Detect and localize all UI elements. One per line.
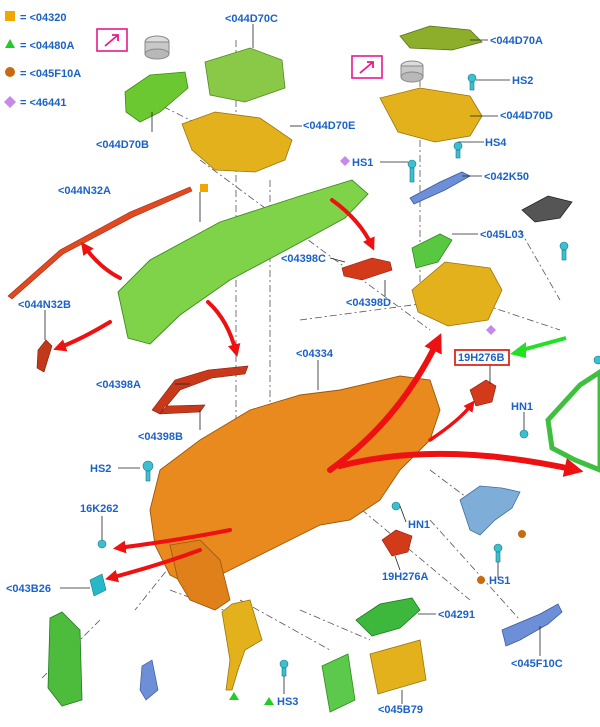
part-green-side-panel bbox=[47, 611, 83, 707]
label-044D70A[interactable]: <044D70A bbox=[490, 35, 543, 47]
label-044D70E[interactable]: <044D70E bbox=[303, 120, 355, 132]
part-upper-dash-pad bbox=[117, 179, 369, 345]
legend-diamond-symbol bbox=[4, 96, 16, 108]
label-19H276A[interactable]: 19H276A bbox=[382, 571, 429, 583]
part-green-cover-left bbox=[124, 71, 189, 123]
speaker-part-right bbox=[400, 60, 424, 83]
label-042K50[interactable]: <042K50 bbox=[484, 171, 529, 183]
label-HS1-top[interactable]: HS1 bbox=[352, 157, 373, 169]
part-green-frame-right bbox=[545, 369, 600, 473]
label-HS4[interactable]: HS4 bbox=[485, 137, 507, 149]
label-043B26[interactable]: <043B26 bbox=[6, 583, 51, 595]
movement-arrows bbox=[53, 198, 584, 583]
label-04398A[interactable]: <04398A bbox=[96, 379, 141, 391]
label-04398B[interactable]: <04398B bbox=[138, 431, 183, 443]
label-04334[interactable]: <04334 bbox=[296, 348, 334, 360]
zoom-callout-icon[interactable] bbox=[351, 55, 383, 79]
part-yellow-box bbox=[411, 261, 503, 327]
label-044N32A[interactable]: <044N32A bbox=[58, 185, 111, 197]
zoom-arrow-glyph bbox=[104, 34, 119, 47]
label-HS1-bottom[interactable]: HS1 bbox=[489, 575, 510, 587]
label-045L03[interactable]: <045L03 bbox=[480, 229, 524, 241]
label-045F10C[interactable]: <045F10C bbox=[511, 658, 563, 670]
leader-lines bbox=[44, 24, 541, 704]
legend-item-045F10A: = <045F10A bbox=[20, 68, 81, 80]
label-045B79[interactable]: <045B79 bbox=[378, 704, 423, 716]
legend-circle-symbol bbox=[5, 67, 15, 77]
part-green-cover-right bbox=[399, 25, 483, 51]
part-red-rail-cd bbox=[341, 257, 393, 281]
part-red-19H276A bbox=[381, 529, 413, 557]
part-green-duct bbox=[355, 597, 421, 637]
green-pointer-arrow-icon bbox=[510, 336, 567, 358]
label-04291[interactable]: <04291 bbox=[438, 609, 475, 621]
legend-markers-on-diagram bbox=[200, 156, 526, 705]
label-044D70D[interactable]: <044D70D bbox=[500, 110, 553, 122]
speaker-part-left bbox=[144, 35, 170, 60]
highlight-box-19H276B bbox=[454, 349, 510, 366]
label-HS2-left[interactable]: HS2 bbox=[90, 463, 111, 475]
part-green-panel-bottom bbox=[321, 653, 356, 713]
part-red-small bbox=[36, 339, 53, 373]
part-yellow-bracket-left bbox=[181, 111, 293, 173]
legend-item-46441: = <46441 bbox=[20, 97, 67, 109]
part-blue-clip bbox=[139, 659, 159, 701]
part-labels: <044D70C <044D70A <044D70B <044D70E HS2 … bbox=[6, 13, 563, 716]
part-red-19H276B bbox=[469, 379, 497, 407]
part-red-strip bbox=[7, 186, 193, 300]
part-green-frame bbox=[411, 233, 453, 269]
label-044D70C[interactable]: <044D70C bbox=[225, 13, 278, 25]
label-04398D[interactable]: <04398D bbox=[346, 297, 391, 309]
legend: = <04320 = <04480A = <045F10A = <46441 bbox=[4, 11, 81, 109]
part-yellow-brace bbox=[221, 599, 263, 691]
legend-item-04320: = <04320 bbox=[20, 12, 67, 24]
part-red-frame-ab bbox=[151, 365, 249, 415]
label-16K262[interactable]: 16K262 bbox=[80, 503, 119, 515]
label-HS3[interactable]: HS3 bbox=[277, 696, 298, 708]
part-green-cover-top bbox=[204, 47, 286, 103]
legend-triangle-symbol bbox=[5, 39, 15, 48]
legend-square-symbol bbox=[5, 11, 15, 21]
part-blue-bracket bbox=[409, 171, 471, 205]
part-yellow-bracket-right bbox=[379, 87, 483, 143]
part-dark-panel bbox=[521, 195, 573, 223]
label-044D70B[interactable]: <044D70B bbox=[96, 139, 149, 151]
zoom-arrow-glyph bbox=[359, 61, 374, 74]
part-teal-bracket bbox=[89, 573, 107, 597]
part-yellow-045B79 bbox=[369, 639, 427, 695]
fasteners bbox=[97, 73, 600, 677]
label-19H276B[interactable]: 19H276B bbox=[458, 352, 505, 364]
label-HN1-right[interactable]: HN1 bbox=[511, 401, 533, 413]
label-044N32B[interactable]: <044N32B bbox=[18, 299, 71, 311]
legend-item-04480A: = <04480A bbox=[20, 40, 74, 52]
part-blue-steering-bracket bbox=[459, 485, 521, 536]
label-HS2-top[interactable]: HS2 bbox=[512, 75, 533, 87]
label-04398C[interactable]: <04398C bbox=[281, 253, 326, 265]
zoom-callout-icon[interactable] bbox=[96, 28, 128, 52]
label-HN1-centre[interactable]: HN1 bbox=[408, 519, 430, 531]
part-blue-bracket-low bbox=[501, 603, 563, 647]
